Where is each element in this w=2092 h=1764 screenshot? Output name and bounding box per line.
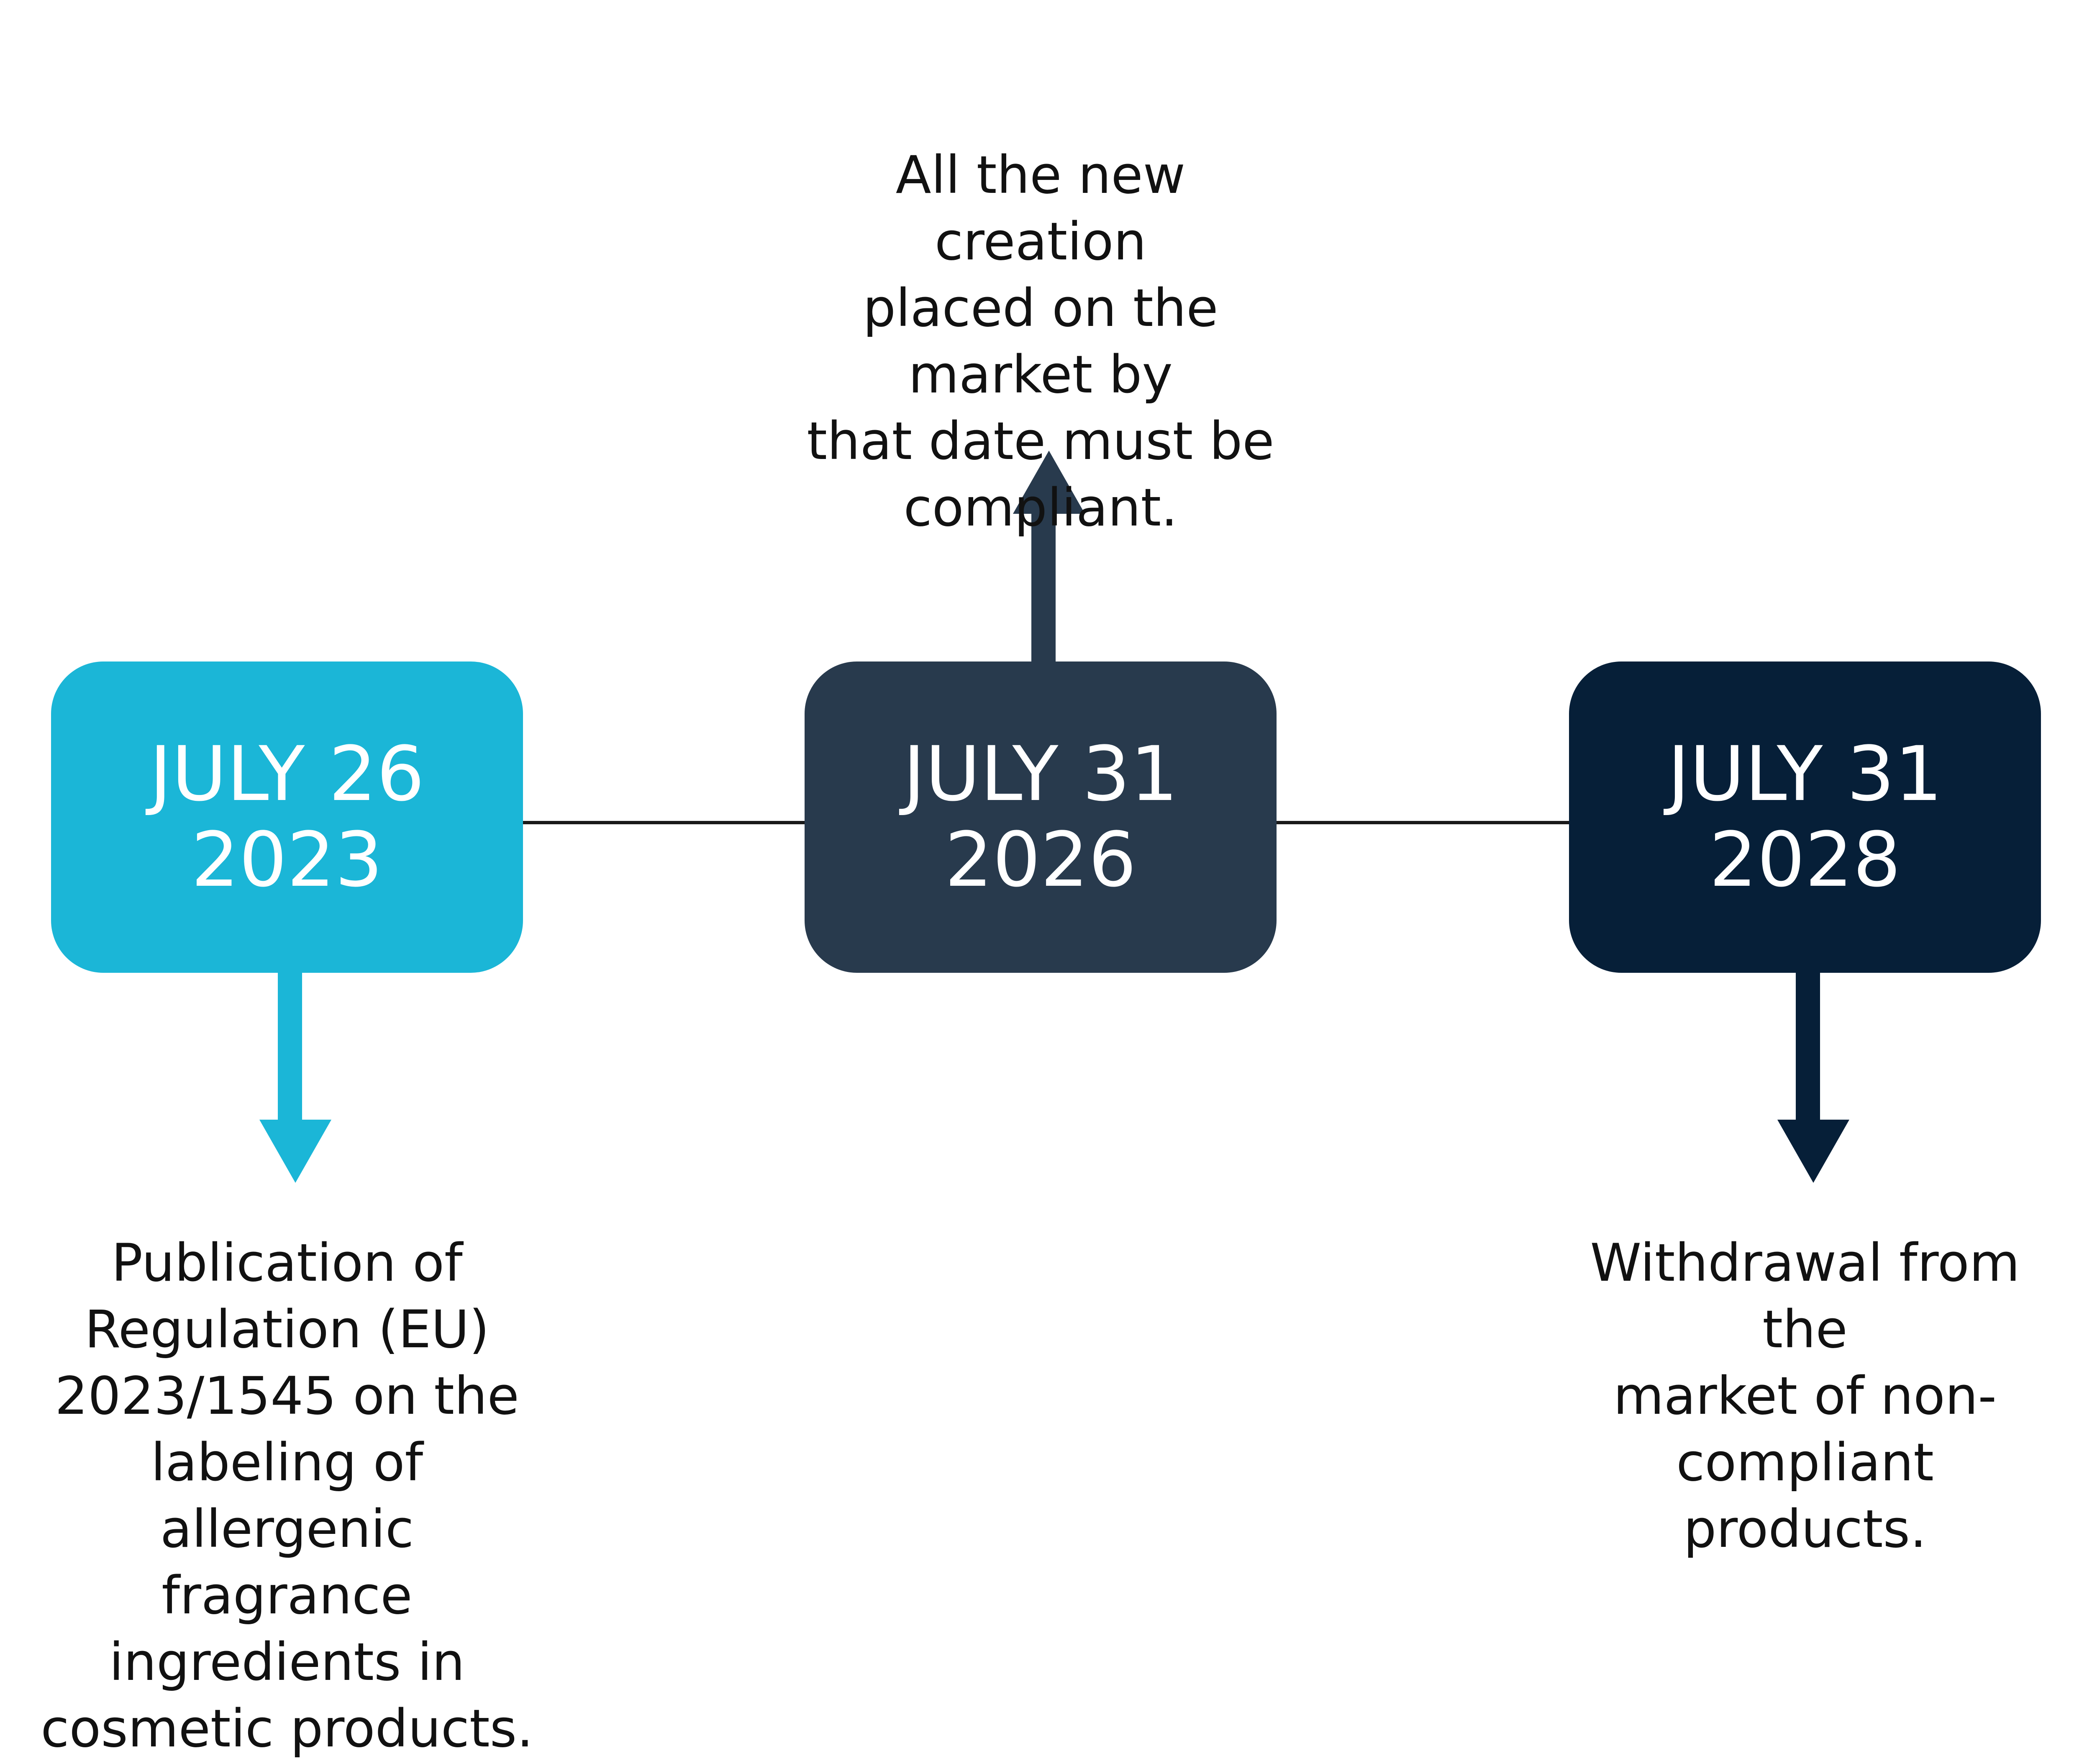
milestone-date: JULY 31	[1667, 731, 1943, 818]
text-line: Publication of	[111, 1233, 463, 1293]
text-line: 2023/1545 on the	[55, 1366, 519, 1426]
text-line: cosmetic products.	[41, 1699, 533, 1759]
milestone-date: JULY 31	[903, 731, 1178, 818]
milestone-year: 2028	[1709, 816, 1901, 904]
text-line: placed on the market by	[863, 278, 1218, 405]
text-line: Withdrawal from the	[1590, 1233, 2020, 1360]
text-line: Regulation (EU)	[85, 1300, 490, 1360]
milestone-2028-box: JULY 31 2028	[1569, 662, 2041, 973]
milestone-2028-description: Withdrawal from the market of non-compli…	[1548, 1230, 2061, 1563]
arrow-head-up-icon	[1013, 451, 1085, 514]
timeline-connector-2	[1273, 821, 1573, 824]
text-line: market of non-compliant	[1613, 1366, 1997, 1493]
arrow-down-icon	[1795, 973, 1820, 1121]
text-line: that date must be	[807, 411, 1274, 472]
milestone-year: 2023	[191, 816, 383, 904]
timeline-connector-1	[519, 821, 808, 824]
text-line: compliant.	[903, 478, 1178, 538]
arrow-head-down-icon	[259, 1120, 331, 1183]
milestone-2026-box: JULY 31 2026	[804, 662, 1277, 973]
text-line: fragrance ingredients in	[109, 1566, 465, 1692]
arrow-up-icon	[1031, 510, 1056, 662]
milestone-2026-description: All the new creation placed on the marke…	[784, 142, 1297, 541]
text-line: products.	[1683, 1499, 1927, 1559]
text-line: labeling of allergenic	[151, 1433, 423, 1559]
milestone-year: 2026	[944, 816, 1136, 904]
milestone-2023-box: JULY 26 2023	[51, 662, 523, 973]
arrow-head-down-icon	[1777, 1120, 1850, 1183]
arrow-down-icon	[277, 973, 302, 1121]
text-line: All the new creation	[895, 145, 1186, 272]
milestone-date: JULY 26	[149, 731, 425, 818]
milestone-2023-description: Publication of Regulation (EU) 2023/1545…	[31, 1230, 544, 1762]
